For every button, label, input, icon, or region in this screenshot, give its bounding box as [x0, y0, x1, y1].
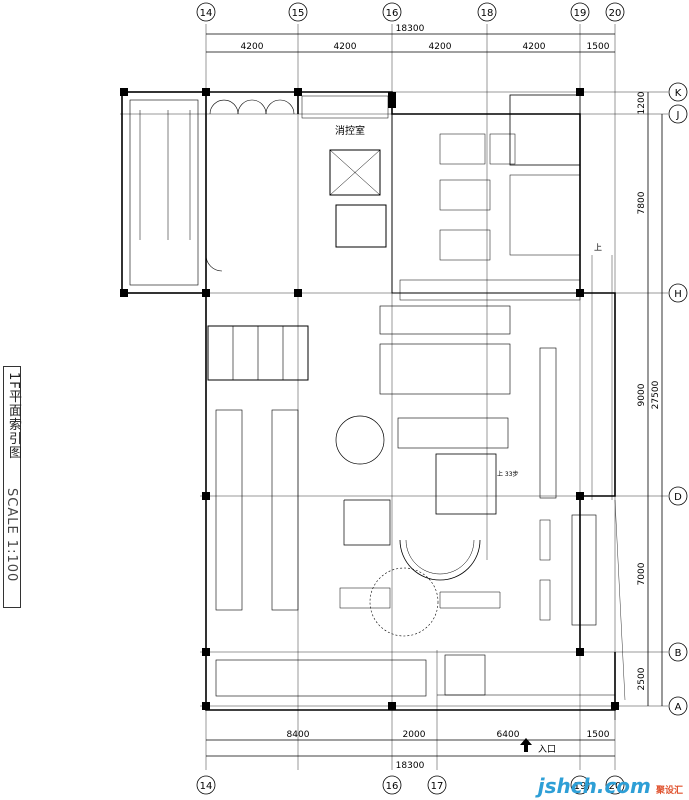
axis-label: 16 [386, 8, 399, 19]
dimension-right-span: 7000 [637, 562, 647, 585]
column [388, 92, 396, 108]
column [576, 289, 584, 297]
watermark-sub: 聚设汇 [655, 786, 683, 796]
column [576, 88, 584, 96]
dimension-bottom-span: 6400 [497, 730, 520, 740]
dimension-top-span: 4200 [523, 42, 546, 52]
dimension-bottom-total: 18300 [396, 761, 425, 771]
column [202, 289, 210, 297]
column [202, 492, 210, 500]
axis-label: K [675, 88, 682, 99]
watermark-logo: jshch.com 聚设汇 [538, 774, 683, 798]
column [120, 88, 128, 96]
column [202, 702, 210, 710]
entrance-label: 入口 [538, 744, 556, 755]
axis-label: 18 [481, 8, 494, 19]
axis-label: J [676, 110, 680, 121]
column [388, 702, 396, 710]
column [576, 492, 584, 500]
sheet-title-box [3, 366, 21, 608]
dimension-top-span: 1500 [587, 42, 610, 52]
watermark-text: jshch.com [537, 774, 651, 798]
room-label-fire-control: 消控室 [335, 124, 365, 137]
dimension-right-span: 9000 [637, 383, 647, 406]
level-mark-label: 上 33步 [497, 470, 519, 478]
axis-label: 14 [200, 781, 213, 792]
column [120, 289, 128, 297]
dimension-right-span: 7800 [637, 191, 647, 214]
axis-label: 20 [609, 8, 622, 19]
scale-label: SCALE 1:100 [4, 488, 19, 583]
column [294, 88, 302, 96]
dimension-top-span: 4200 [241, 42, 264, 52]
dimension-top-span: 4200 [429, 42, 452, 52]
dimension-right-total: 27500 [651, 380, 661, 409]
dimension-top-total: 18300 [396, 24, 425, 34]
column [576, 648, 584, 656]
axis-label: D [674, 492, 682, 503]
axis-label: 15 [292, 8, 305, 19]
axis-label: 19 [574, 8, 587, 19]
axis-label: 16 [386, 781, 399, 792]
axis-label: 17 [431, 781, 444, 792]
column [202, 88, 210, 96]
column [294, 289, 302, 297]
axis-label: 19 [574, 781, 587, 792]
sheet-title: 1F平面索引图 [6, 372, 21, 460]
column [202, 648, 210, 656]
bottom-axis-bubbles: 14 16 17 19 20 [196, 775, 625, 795]
dimension-right-span: 2500 [637, 667, 647, 690]
axis-label: 14 [200, 8, 213, 19]
dimension-top-span: 4200 [334, 42, 357, 52]
column [611, 702, 619, 710]
axis-label: B [675, 648, 682, 659]
top-axis-bubbles: 14 15 16 18 19 20 [196, 2, 625, 22]
stair-up-label: 上 [594, 243, 602, 252]
axis-label: 20 [609, 781, 622, 792]
right-axis-bubbles: K J H D B A [668, 82, 688, 716]
axis-label: A [675, 702, 682, 713]
dimension-bottom-span: 2000 [403, 730, 426, 740]
dimension-bottom-span: 8400 [287, 730, 310, 740]
dimension-right-span: 1200 [637, 91, 647, 114]
axis-label: H [674, 289, 682, 300]
dimension-bottom-span: 1500 [587, 730, 610, 740]
